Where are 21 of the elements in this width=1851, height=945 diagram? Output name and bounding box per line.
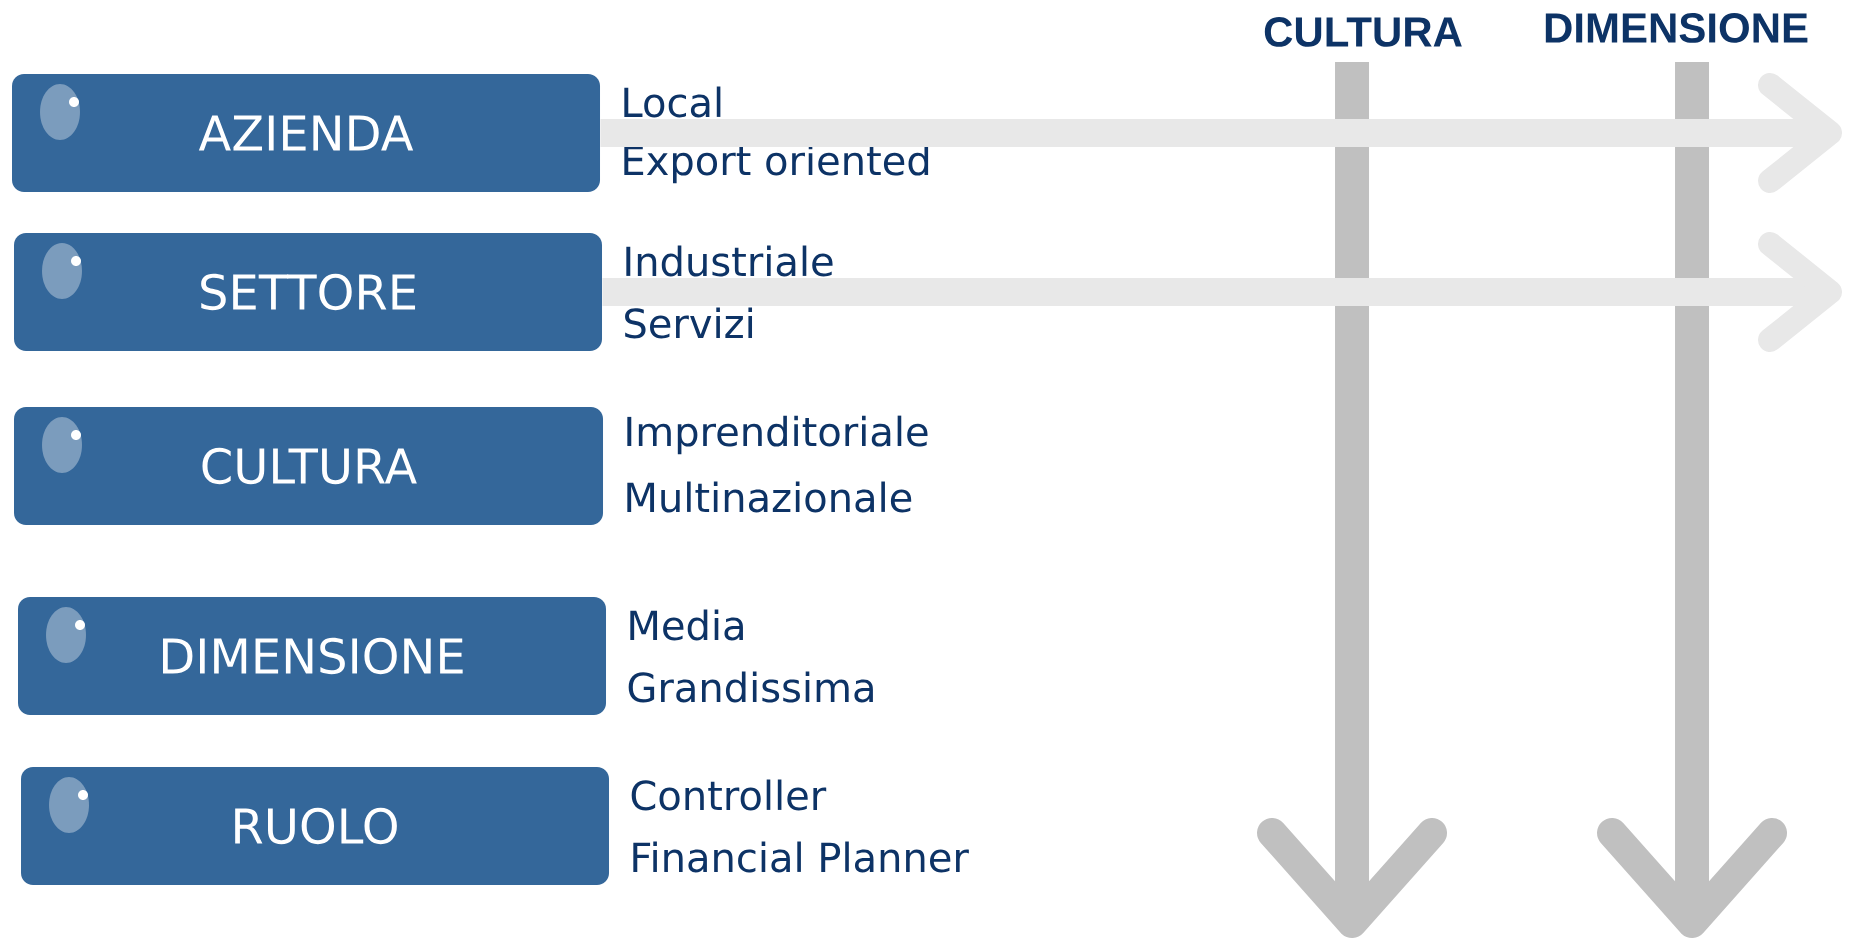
arrow [600, 73, 1842, 193]
arrow [1257, 62, 1447, 938]
option-text: Controller [631, 779, 827, 811]
option-text: Industriale [626, 245, 833, 277]
option-text: Grandissima [628, 671, 873, 703]
option-text: Local [624, 86, 721, 118]
option-text: Export oriented [624, 144, 929, 184]
category-box: SETTORE [14, 233, 602, 351]
category-box: RUOLO [21, 767, 609, 885]
category-box: CULTURA [14, 407, 603, 525]
option-text: Media [630, 609, 743, 641]
arrow [1597, 62, 1787, 938]
category-box: AZIENDA [12, 74, 600, 192]
option-text: Imprenditoriale [627, 415, 928, 455]
column-heading: CULTURA [1264, 17, 1462, 47]
option-text: Multinazionale [627, 481, 912, 513]
arrow [602, 232, 1842, 352]
category-box: DIMENSIONE [18, 597, 606, 715]
column-heading: DIMENSIONE [1545, 13, 1808, 43]
option-text: Financial Planner [633, 841, 969, 873]
option-text: Servizi [625, 307, 752, 339]
